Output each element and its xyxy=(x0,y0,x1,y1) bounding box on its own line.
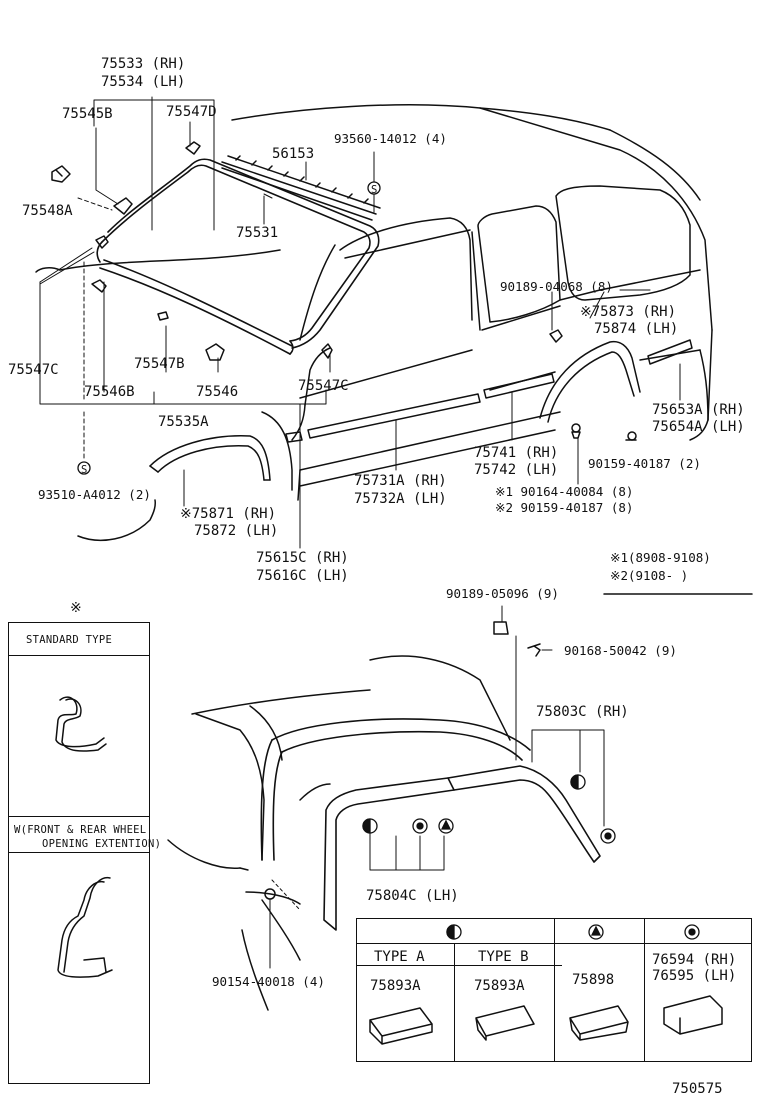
side-body-moldings xyxy=(307,339,693,439)
lower-fasteners xyxy=(264,621,541,900)
label-75547c-left: 75547C xyxy=(8,362,59,378)
clip-table-part-4-lh: 76595 (LH) xyxy=(652,968,737,984)
front-wheel-opening-molding xyxy=(149,435,271,481)
label-75533: 75533 (RH) xyxy=(101,56,186,72)
label-75741: 75741 (RH) xyxy=(474,445,559,461)
note-production-1: ※1(8908-9108) xyxy=(610,550,711,565)
clip-symbol-s-bottom: S xyxy=(81,464,88,476)
label-75546b: 75546B xyxy=(84,384,135,400)
clip-table-type-a: TYPE A xyxy=(374,949,425,965)
clip-table-type-b: TYPE B xyxy=(478,949,529,965)
legend-w-line1: W(FRONT & REAR WHEEL xyxy=(14,824,147,836)
label-93560: 93560-14012 (4) xyxy=(334,131,447,146)
label-75872: 75872 (LH) xyxy=(194,523,279,539)
label-75547c-right: 75547C xyxy=(298,378,349,394)
lower-vehicle-body xyxy=(167,655,511,1011)
clip-table-part-2: 75893A xyxy=(474,978,525,994)
label-90168: 90168-50042 (9) xyxy=(564,643,677,658)
label-75654a: 75654A (LH) xyxy=(652,419,745,435)
label-90164: ※1 90164-40084 (8) xyxy=(495,484,634,499)
legend-divider-2 xyxy=(8,816,150,817)
label-90159-2: 90159-40187 (2) xyxy=(588,456,701,471)
label-75548a: 75548A xyxy=(22,203,73,219)
legend-standard-type: STANDARD TYPE xyxy=(26,634,113,646)
label-75653a: 75653A (RH) xyxy=(652,402,745,418)
clip-table-col-divider-1 xyxy=(454,943,455,1062)
legend-divider-3 xyxy=(8,852,150,853)
label-75535a: 75535A xyxy=(158,414,209,430)
lower-leader-lines xyxy=(269,605,605,969)
label-75871: ※75871 (RH) xyxy=(180,506,277,522)
legend-drawings xyxy=(55,696,113,978)
label-75531: 75531 xyxy=(236,225,279,241)
label-90159-8: ※2 90159-40187 (8) xyxy=(495,500,634,515)
label-75546: 75546 xyxy=(196,384,239,400)
clip-symbol-s-top: S xyxy=(371,184,378,196)
label-75547d: 75547D xyxy=(166,104,217,120)
symbol-marks xyxy=(77,181,700,940)
clip-table-part-4-rh: 76594 (RH) xyxy=(652,952,737,968)
clip-table-col-divider-3 xyxy=(644,918,645,1062)
upper-leader-lines xyxy=(39,96,681,549)
label-75732a: 75732A (LH) xyxy=(354,491,447,507)
label-75545b: 75545B xyxy=(62,106,113,122)
label-90154: 90154-40018 (4) xyxy=(212,974,325,989)
label-75534: 75534 (LH) xyxy=(101,74,186,90)
legend-panel xyxy=(8,622,150,1084)
label-75616c: 75616C (LH) xyxy=(256,568,349,584)
upper-fasteners xyxy=(549,329,637,441)
label-75873: ※75873 (RH) xyxy=(580,304,677,320)
small-clips xyxy=(51,141,333,443)
label-75804c: 75804C (LH) xyxy=(366,888,459,904)
label-93510: 93510-A4012 (2) xyxy=(38,487,151,502)
label-75742: 75742 (LH) xyxy=(474,462,559,478)
label-90189-04068: 90189-04068 (8) xyxy=(500,279,613,294)
roof-drip-strip xyxy=(221,155,381,221)
note-production-2: ※2(9108- ) xyxy=(610,568,689,583)
upper-vehicle-body xyxy=(35,104,713,542)
clip-table-col-divider-2 xyxy=(554,918,555,1062)
clip-table-part-1: 75893A xyxy=(370,978,421,994)
clip-table-row-divider-2 xyxy=(356,965,562,966)
legend-divider-1 xyxy=(8,655,150,656)
clip-drawings xyxy=(369,995,723,1045)
label-75615c: 75615C (RH) xyxy=(256,550,349,566)
figure-number: 750575 xyxy=(672,1081,723,1097)
label-75731a: 75731A (RH) xyxy=(354,473,447,489)
label-90189-05096: 90189-05096 (9) xyxy=(446,586,559,601)
legend-w-line2: OPENING EXTENTION) xyxy=(42,838,162,850)
clip-table-part-3: 75898 xyxy=(572,972,615,988)
legend-mark: ※ xyxy=(70,600,82,616)
label-75874: 75874 (LH) xyxy=(594,321,679,337)
label-75803c: 75803C (RH) xyxy=(536,704,629,720)
rear-wheel-opening-molding xyxy=(539,340,641,423)
lower-wheel-arch-moldings xyxy=(260,718,601,931)
label-56153: 56153 xyxy=(272,146,315,162)
label-75547b: 75547B xyxy=(134,356,185,372)
windshield-molding xyxy=(96,158,380,355)
